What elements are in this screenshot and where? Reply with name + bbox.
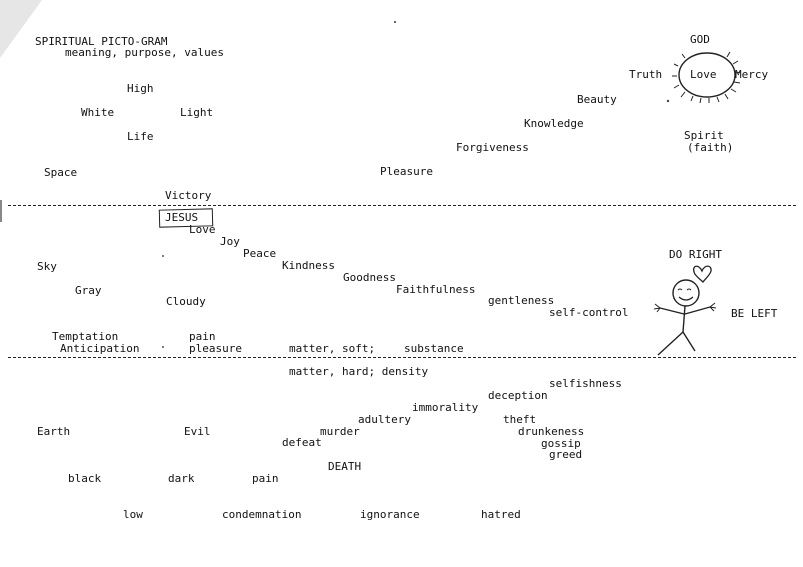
word-temptation: Temptation <box>52 330 119 343</box>
lower-divider <box>8 357 796 358</box>
word-condemnation: condemnation <box>222 508 302 521</box>
word-high: High <box>127 82 154 95</box>
word-mercy: Mercy <box>735 68 769 81</box>
sun-drawing <box>666 51 742 104</box>
word-death: DEATH <box>328 460 362 473</box>
word-god: GOD <box>690 33 710 46</box>
word-theft: theft <box>503 413 537 426</box>
word-victory: Victory <box>165 189 212 202</box>
word-evil: Evil <box>184 425 211 438</box>
upper-divider <box>8 205 796 206</box>
word-earth: Earth <box>37 425 71 438</box>
word-pain-lower: pain <box>252 472 279 485</box>
word-space: Space <box>44 166 78 179</box>
word-defeat: defeat <box>282 436 322 449</box>
word-hatred: hatred <box>481 508 521 521</box>
stick-figure-drawing <box>653 265 717 356</box>
word-ignorance: ignorance <box>360 508 420 521</box>
word-spirit: Spirit <box>684 129 724 142</box>
word-substance: substance <box>404 342 464 355</box>
word-joy: Joy <box>220 235 240 248</box>
word-adultery: adultery <box>358 413 411 426</box>
word-white: White <box>81 106 115 119</box>
word-deception: deception <box>488 389 548 402</box>
word-sky: Sky <box>37 260 57 273</box>
word-love-upper: Love <box>690 68 717 81</box>
word-gray: Gray <box>75 284 102 297</box>
word-life: Life <box>127 130 154 143</box>
word-faithfulness: Faithfulness <box>396 283 476 296</box>
word-beauty: Beauty <box>577 93 617 106</box>
word-anticipation: Anticipation <box>60 342 140 355</box>
word-gentleness: gentleness <box>488 294 555 307</box>
word-greed: greed <box>549 448 583 461</box>
diagram-title: SPIRITUAL PICTO-GRAM <box>35 35 168 48</box>
word-selfishness: selfishness <box>549 377 622 390</box>
word-matter-soft: matter, soft; <box>289 342 376 355</box>
word-jesus: JESUS <box>165 211 199 224</box>
word-forgiveness: Forgiveness <box>456 141 529 154</box>
diagram-subtitle: meaning, purpose, values <box>65 46 224 59</box>
word-black: black <box>68 472 102 485</box>
word-murder: murder <box>320 425 360 438</box>
word-light: Light <box>180 106 214 119</box>
word-knowledge: Knowledge <box>524 117 584 130</box>
word-cloudy: Cloudy <box>166 295 206 308</box>
word-love-middle: Love <box>189 223 216 236</box>
word-truth: Truth <box>629 68 663 81</box>
word-immorality: immorality <box>412 401 479 414</box>
word-do-right: DO RIGHT <box>669 248 722 261</box>
word-kindness: Kindness <box>282 259 335 272</box>
word-be-left: BE LEFT <box>731 307 778 320</box>
word-peace: Peace <box>243 247 277 260</box>
word-low: low <box>123 508 143 521</box>
page-corner-shadow <box>0 0 42 58</box>
word-dark: dark <box>168 472 195 485</box>
word-goodness: Goodness <box>343 271 396 284</box>
word-pleasure-upper: Pleasure <box>380 165 433 178</box>
word-gossip: gossip <box>541 437 581 450</box>
word-self-control: self-control <box>549 306 629 319</box>
word-pain-middle: pain <box>189 330 216 343</box>
word-matter-hard: matter, hard; density <box>289 365 429 378</box>
word-faith: (faith) <box>687 141 734 154</box>
word-drunkeness: drunkeness <box>518 425 585 438</box>
word-pleasure-middle: pleasure <box>189 342 242 355</box>
